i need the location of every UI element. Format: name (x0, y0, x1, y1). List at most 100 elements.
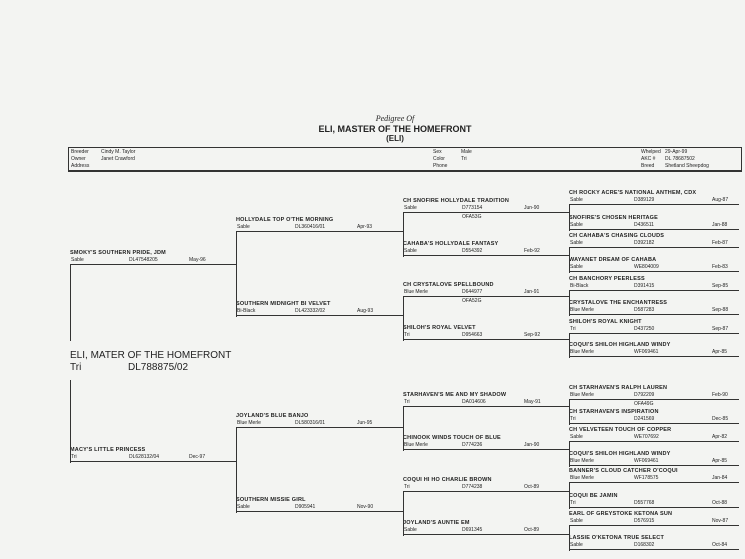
ancestor-date: Feb-83 (712, 264, 728, 270)
ancestor-reg: D554392 (462, 248, 483, 254)
ancestor-color: Sable (570, 264, 583, 270)
info-values-mid: Male Tri (461, 149, 472, 163)
ancestor-name: CH VELVETEEN TOUCH OF COPPER (569, 427, 672, 433)
owner-label: Owner (71, 156, 86, 162)
breed-value: Shetland Sheepdog (665, 163, 709, 169)
subject-color: Tri (70, 362, 82, 373)
phone-label: Phone (433, 163, 448, 169)
dog-name-title: ELI, MASTER OF THE HOMEFRONT (318, 124, 472, 134)
ancestor-reg: D773154 (462, 205, 483, 211)
ancestor-reg: D389129 (634, 197, 655, 203)
ancestor-color: Tri (404, 484, 410, 490)
breeder-value: Cindy M. Taylor (101, 149, 136, 155)
ancestor-name: LASSIE O'KETONA TRUE SELECT (569, 535, 665, 541)
ancestor-date: Jan-90 (524, 442, 540, 448)
ancestor-date: May-96 (189, 257, 206, 263)
ancestor-reg: D587283 (634, 307, 655, 313)
ancestor-reg: WF069461 (634, 458, 659, 464)
ancestor-color: Sable (71, 257, 84, 263)
ancestor-name: CHINOOK WINDS TOUCH OF BLUE (403, 435, 501, 441)
ancestor-name: JOYLAND'S BLUE BANJO (236, 413, 309, 419)
ancestor-name: SHILOH'S ROYAL VELVET (403, 325, 476, 331)
ancestor-date: Apr-85 (712, 458, 728, 464)
ancestor-reg: DL580316/01 (295, 420, 326, 426)
ancestor-name: CH STARHAVEN'S RALPH LAUREN (569, 385, 668, 391)
info-values-left: Cindy M. Taylor Janet Crawford (101, 149, 135, 163)
bracket-line (236, 428, 237, 513)
ancestor-color: Sable (570, 240, 583, 246)
ancestor-date: Sep-85 (712, 283, 729, 289)
ancestor-date: Sep-92 (524, 332, 541, 338)
subject-reg: DL788875/02 (128, 362, 189, 373)
ancestor-date: May-91 (524, 399, 541, 405)
ancestor-date: Sep-87 (712, 326, 729, 332)
ancestor-details: Blue Merle WF069461 Apr-85 (569, 458, 739, 465)
ancestor-date: Oct-89 (524, 527, 540, 533)
info-labels-mid: Sex Color Phone (433, 149, 447, 170)
bracket-line (403, 213, 404, 257)
ancestor-color: Blue Merle (570, 458, 594, 464)
ancestor-color: Tri (570, 326, 576, 332)
ancestor-date: Jun-90 (524, 205, 540, 211)
ancestor-details: Sable D392182 Feb-87 (569, 240, 739, 247)
ancestor-date: Aug-87 (712, 197, 729, 203)
ancestor-date: Jan-84 (712, 475, 728, 481)
ancestor-reg: DA014606 (462, 399, 486, 405)
ancestor-date: Oct-88 (712, 500, 728, 506)
ancestor-color: Sable (404, 248, 417, 254)
ancestor-color: Blue Merle (570, 349, 594, 355)
ancestor-date: Nov-90 (357, 504, 374, 510)
ancestor-date: Jan-88 (712, 222, 728, 228)
ancestor-name: CH CRYSTALOVE SPELLBOUND (403, 282, 494, 288)
ancestor-reg: D557768 (634, 500, 655, 506)
ancestor-name: BANNER'S CLOUD CATCHER O'COQUI (569, 468, 678, 474)
ancestor-color: Bi-Black (237, 308, 256, 314)
ancestor-color: Sable (570, 434, 583, 440)
ancestor-name: CAHABA'S HOLLYDALE FANTASY (403, 241, 499, 247)
ancestor-name: SMOKY'S SOUTHERN PRIDE, JDM (70, 250, 166, 256)
ancestor-color: Sable (404, 527, 417, 533)
ancestor-reg: D774238 (462, 484, 483, 490)
bracket-line (569, 483, 570, 509)
ancestor-name: COQUI'S SHILOH HIGHLAND WINDY (569, 451, 671, 457)
ancestor-date: Jun-95 (357, 420, 373, 426)
ancestor-reg: WF178575 (634, 475, 659, 481)
ancestor-name: SHILOH'S ROYAL KNIGHT (569, 319, 642, 325)
ancestor-name: CH ROCKY ACRE'S NATIONAL ANTHEM, CDX (569, 190, 697, 196)
info-labels-right: Whelped AKC # Breed (641, 149, 661, 170)
address-label: Address (71, 163, 90, 169)
ancestor-date: Aug-93 (357, 308, 374, 314)
ancestor-reg: D792209 (634, 392, 655, 398)
bracket-line (569, 334, 570, 358)
ancestor-date: Feb-87 (712, 240, 728, 246)
ancestor-reg: D392182 (634, 240, 655, 246)
ancestor-reg: D691345 (462, 527, 483, 533)
ancestor-date: Feb-92 (524, 248, 540, 254)
ofa-rating: OFA52G (462, 298, 482, 304)
ancestor-color: Tri (404, 332, 410, 338)
ancestor-reg: D391415 (634, 283, 655, 289)
ancestor-reg: D576915 (634, 518, 655, 524)
